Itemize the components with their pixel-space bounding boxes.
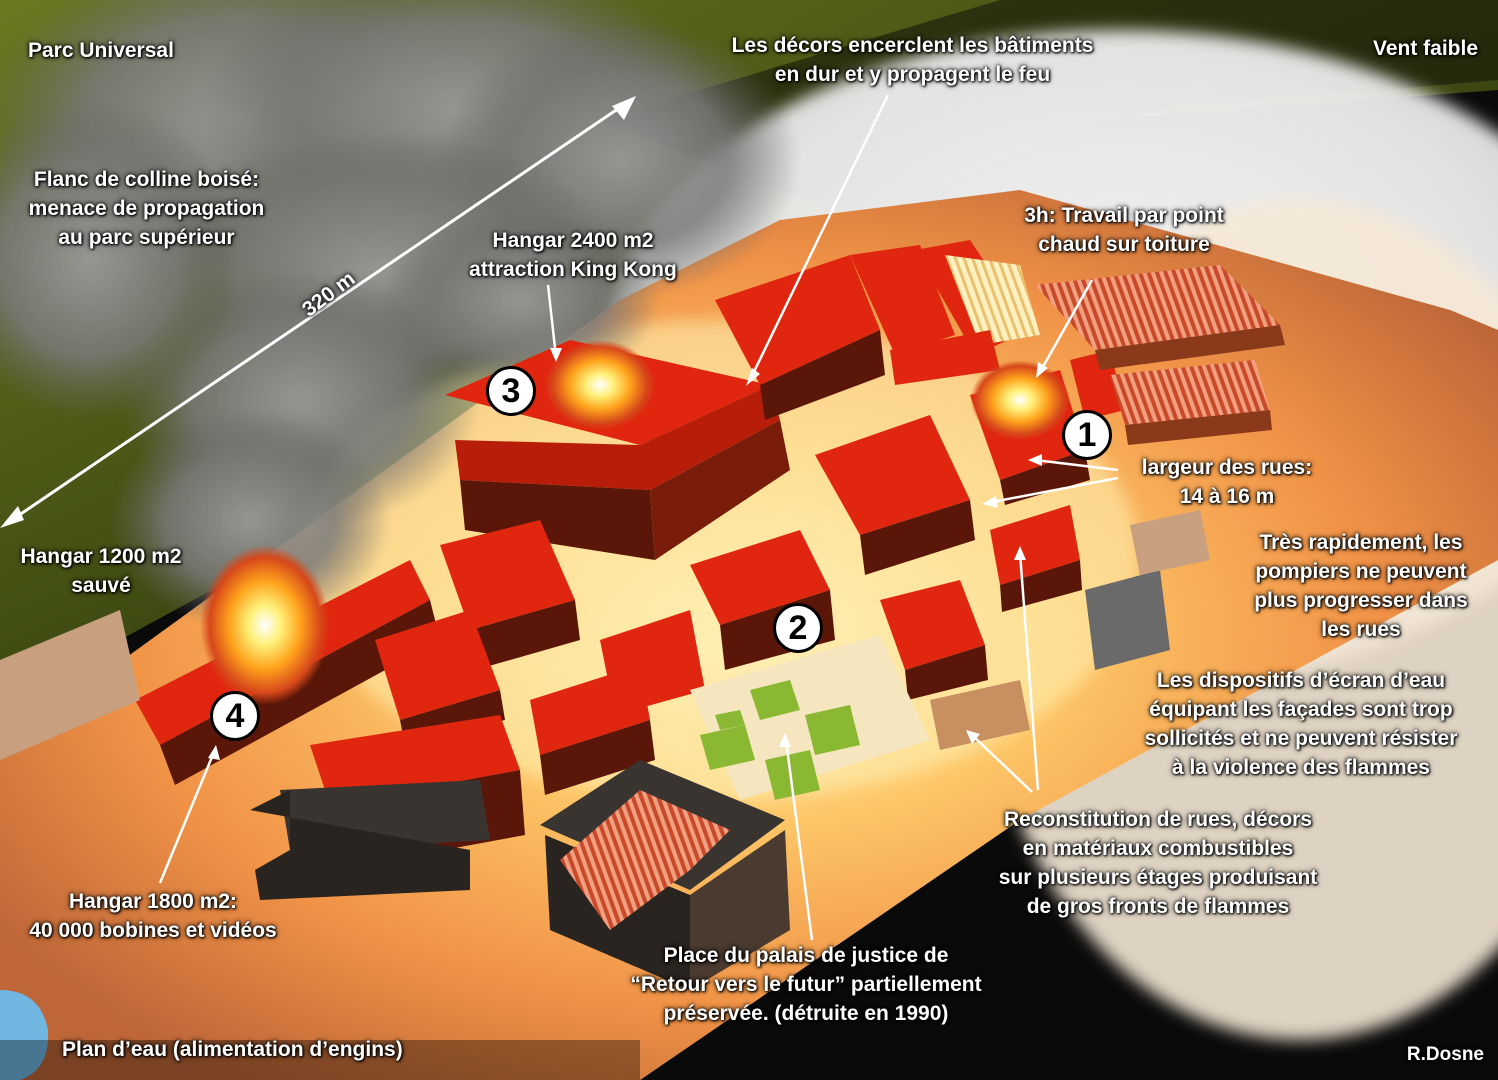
decors-label: Les décors encerclent les bâtiments en d…	[700, 31, 1125, 89]
hangar-2400-line-1: Hangar 2400 m2	[492, 229, 654, 252]
firefighters-line-4: les rues	[1321, 618, 1401, 641]
courthouse-line-1: Place du palais de justice de	[663, 944, 949, 967]
courthouse-line-2: “Retour vers le futur” partiellement	[630, 973, 982, 996]
hot-work-line-2: chaud sur toiture	[1038, 233, 1210, 256]
hillside-label: Flanc de colline boisé: menace de propag…	[4, 165, 289, 252]
street-width-label: largeur des rues: 14 à 16 m	[1122, 453, 1332, 511]
water-screens-line-3: sollicités et ne peuvent résister	[1144, 727, 1458, 750]
firefighters-line-1: Très rapidement, les	[1259, 531, 1463, 554]
decors-line-2: en dur et y propagent le feu	[774, 63, 1051, 86]
street-width-line-2: 14 à 16 m	[1179, 485, 1275, 508]
firefighters-label: Très rapidement, les pompiers ne peuvent…	[1226, 528, 1496, 644]
author-credit: R.Dosne	[1406, 1044, 1484, 1065]
marker-3: 3	[486, 366, 536, 416]
water-screens-line-4: à la violence des flammes	[1172, 756, 1430, 779]
reconstitution-line-4: de gros fronts de flammes	[1026, 895, 1290, 918]
water-screens-label: Les dispositifs d’écran d’eau équipant l…	[1114, 666, 1488, 782]
reconstitution-label: Reconstitution de rues, décors en matéri…	[966, 805, 1350, 921]
reconstitution-line-2: en matériaux combustibles	[1022, 837, 1294, 860]
street-width-line-1: largeur des rues:	[1141, 456, 1313, 479]
reconstitution-line-3: sur plusieurs étages produisant	[998, 866, 1318, 889]
marker-4: 4	[210, 691, 260, 741]
marker-2: 2	[773, 603, 823, 653]
hangar-1800-label: Hangar 1800 m2: 40 000 bobines et vidéos	[4, 887, 302, 945]
reconstitution-line-1: Reconstitution de rues, décors	[1003, 808, 1313, 831]
water-screens-line-1: Les dispositifs d’écran d’eau	[1156, 669, 1446, 692]
hangar-1200-label: Hangar 1200 m2 sauvé	[4, 542, 198, 600]
hangar-1200-line-2: sauvé	[71, 574, 131, 597]
hot-work-label: 3h: Travail par point chaud sur toiture	[1002, 201, 1246, 259]
water-screens-line-2: équipant les façades sont trop	[1149, 698, 1453, 721]
wind-label: Vent faible	[1372, 37, 1478, 60]
water-plane-label: Plan d’eau (alimentation d’engins)	[62, 1038, 403, 1061]
hangar-2400-label: Hangar 2400 m2 attraction King Kong	[448, 226, 698, 284]
firefighters-line-2: pompiers ne peuvent	[1255, 560, 1467, 583]
hangar-1800-line-1: Hangar 1800 m2:	[68, 890, 238, 913]
hangar-1200-line-1: Hangar 1200 m2	[20, 545, 182, 568]
hillside-line-2: menace de propagation	[28, 197, 265, 220]
decors-line-1: Les décors encerclent les bâtiments	[731, 34, 1094, 57]
hangar-2400-line-2: attraction King Kong	[469, 258, 677, 281]
park-title: Parc Universal	[28, 39, 174, 62]
firefighters-line-3: plus progresser dans	[1254, 589, 1468, 612]
courthouse-line-3: préservée. (détruite en 1990)	[663, 1002, 949, 1025]
hillside-line-1: Flanc de colline boisé:	[33, 168, 260, 191]
hot-work-line-1: 3h: Travail par point	[1024, 204, 1224, 227]
courthouse-label: Place du palais de justice de “Retour ve…	[596, 941, 1016, 1028]
hangar-1800-line-2: 40 000 bobines et vidéos	[29, 919, 277, 942]
marker-1: 1	[1062, 410, 1112, 460]
hillside-line-3: au parc supérieur	[58, 226, 235, 249]
